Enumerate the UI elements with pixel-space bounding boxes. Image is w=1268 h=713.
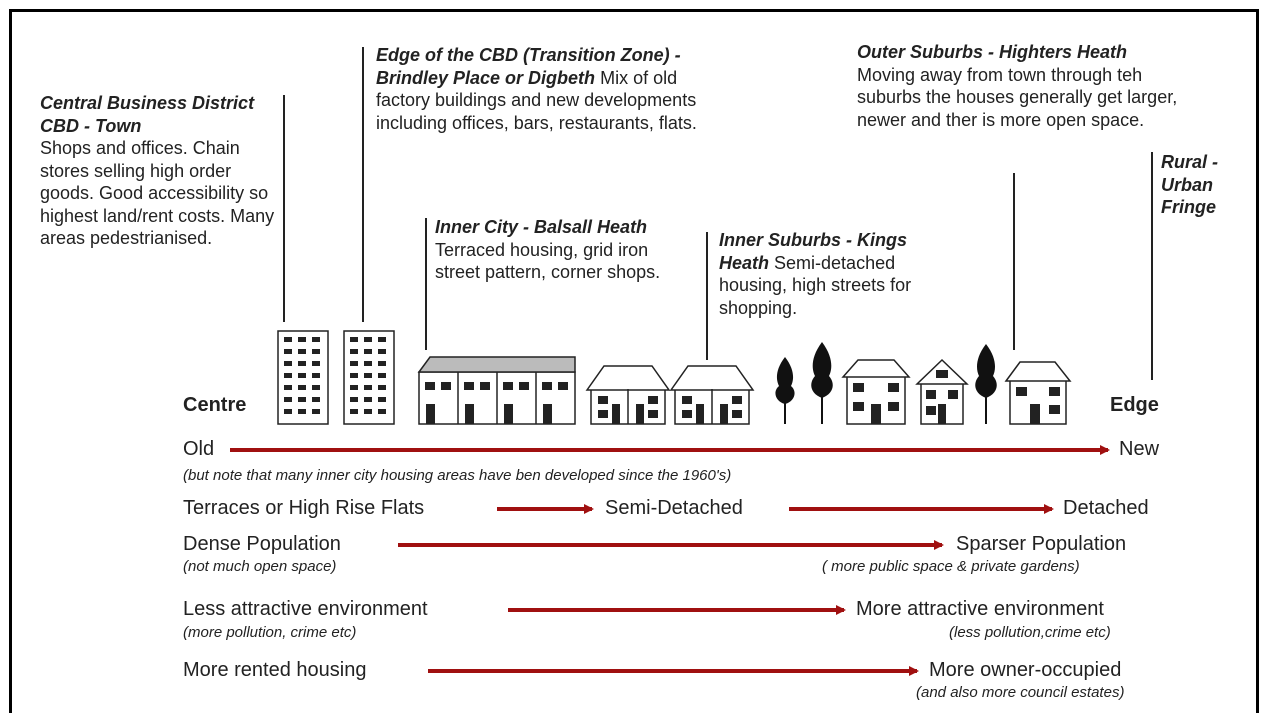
zone-rural-title: Rural - Urban Fringe	[1161, 152, 1219, 217]
zone-outer-suburbs: Outer Suburbs - Highters Heath Moving aw…	[857, 41, 1179, 131]
terraced-houses-icon	[417, 356, 576, 425]
zone-transition-title: Edge of the CBD (Transition Zone) - Brin…	[376, 45, 681, 88]
tree-icon	[975, 344, 997, 424]
row-environment-left-note: (more pollution, crime etc)	[183, 624, 357, 641]
row-tenure-left: More rented housing	[183, 659, 367, 681]
row-age-right: New	[1119, 438, 1160, 460]
row-population-left-note: (not much open space)	[183, 558, 337, 575]
high-rise-flats-icon	[277, 330, 329, 425]
axis-label-centre: Centre	[183, 394, 247, 416]
zone-rural: Rural - Urban Fringe	[1161, 151, 1241, 219]
zone-inner-suburbs: Inner Suburbs - Kings Heath Semi-detache…	[719, 229, 959, 319]
row-housing-right: Detached	[1063, 497, 1149, 519]
diagram-border	[9, 9, 1259, 713]
detached-house-icon	[915, 358, 969, 425]
tree-icon	[811, 342, 833, 424]
row-environment-right-note: (less pollution,crime etc)	[949, 624, 1111, 641]
row-environment-left: Less attractive environment	[183, 598, 428, 620]
detached-house-icon	[1004, 361, 1072, 425]
zone-inner-city: Inner City - Balsall Heath Terraced hous…	[435, 216, 675, 284]
row-tenure-right: More owner-occupied	[929, 659, 1122, 681]
row-age-note: (but note that many inner city housing a…	[183, 467, 732, 484]
row-age-left: Old	[183, 438, 215, 460]
row-environment-right: More attractive environment	[856, 598, 1104, 620]
zone-outer-suburbs-text: Moving away from town through teh suburb…	[857, 64, 1178, 130]
zone-transition-text: Mix of old factory buildings and new dev…	[376, 67, 697, 133]
gradient-arrows	[230, 445, 1110, 676]
tree-icon	[775, 357, 795, 424]
zone-cbd-text: Shops and offices. Chain stores selling …	[40, 138, 275, 248]
row-housing-middle: Semi-Detached	[605, 497, 743, 519]
row-tenure-right-note: (and also more council estates)	[916, 684, 1125, 701]
zone-inner-suburbs-title: Inner Suburbs - Kings Heath	[719, 230, 908, 273]
zone-outer-suburbs-title: Outer Suburbs - Highters Heath	[857, 42, 1128, 62]
zone-inner-city-title: Inner City - Balsall Heath	[435, 217, 648, 237]
row-population-right: Sparser Population	[956, 533, 1127, 555]
detached-house-icon	[841, 359, 911, 425]
row-population-left: Dense Population	[183, 533, 341, 555]
zone-transition: Edge of the CBD (Transition Zone) - Brin…	[376, 44, 731, 134]
pointer-lines	[283, 47, 1153, 380]
zone-inner-suburbs-text: Semi-detached housing, high streets for …	[719, 252, 912, 318]
semi-detached-house-icon	[669, 365, 755, 425]
row-housing-left: Terraces or High Rise Flats	[183, 497, 425, 519]
zone-cbd: Central Business District CBD - Town Sho…	[40, 92, 280, 250]
row-population-right-note: ( more public space & private gardens)	[822, 558, 1080, 575]
high-rise-flats-icon	[343, 330, 395, 425]
zone-cbd-title: Central Business District CBD - Town	[40, 93, 255, 136]
semi-detached-house-icon	[585, 365, 671, 425]
axis-label-edge: Edge	[1110, 394, 1159, 416]
zone-inner-city-text: Terraced housing, grid iron street patte…	[435, 239, 661, 283]
